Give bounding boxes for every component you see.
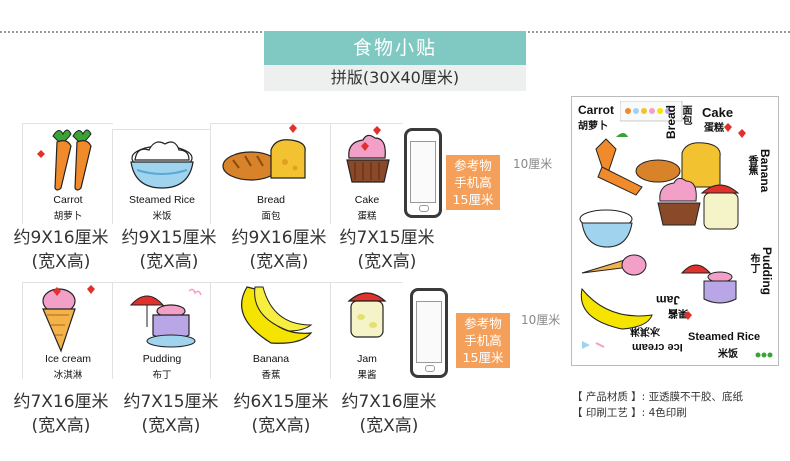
sticker-card-cake: Cake 蛋糕 xyxy=(330,123,403,224)
sheet-artwork xyxy=(579,123,773,358)
sticker-name-en: Steamed Rice xyxy=(129,194,195,206)
info-label: 【 产品材质 】: xyxy=(572,391,646,403)
page-subtitle: 拼版(30X40厘米) xyxy=(264,65,526,91)
sticker-name-zh: 布丁 xyxy=(152,370,172,381)
title-banner: 食物小贴 拼版(30X40厘米) xyxy=(264,31,526,91)
carrot-icon xyxy=(37,129,92,191)
sheet-label: 面包 xyxy=(680,105,691,125)
size-label: 约7X15厘米(宽X高) xyxy=(123,392,219,436)
sheet-label: Carrot xyxy=(578,103,615,117)
sheet-label: Cake xyxy=(702,105,734,120)
sticker-sheet-preview: Carrot 胡萝卜 Bread 面包 Cake 蛋糕 Banana 香蕉 Pu… xyxy=(571,96,779,366)
size-label: 约7X16厘米(宽X高) xyxy=(13,392,109,436)
reference-line: 参考物 xyxy=(454,158,492,173)
product-thumbnail-icon xyxy=(620,101,683,122)
sticker-card-icecream: Ice cream 冰淇淋 xyxy=(22,282,113,381)
sheet-label: Steamed Rice xyxy=(688,331,761,343)
info-value: 亚透膜不干胶、底纸 xyxy=(648,391,744,403)
rice-bowl-icon xyxy=(130,141,194,189)
pudding-icon xyxy=(129,288,202,348)
material-info: 【 产品材质 】: 亚透膜不干胶、底纸 xyxy=(572,389,743,404)
size-label: 约7X15厘米(宽X高) xyxy=(339,228,435,272)
sticker-card-jam: Jam 果酱 xyxy=(330,282,403,381)
phone-reference-icon xyxy=(410,288,448,378)
sticker-name-en: Pudding xyxy=(142,353,182,365)
sticker-name-en: Ice cream xyxy=(44,353,92,365)
sheet-label: Pudding xyxy=(760,247,774,295)
size-label: 约9X16厘米(宽X高) xyxy=(231,228,327,272)
reference-line: 15厘米 xyxy=(452,192,494,207)
sticker-name-en: Carrot xyxy=(53,194,83,206)
size-label: 约7X16厘米(宽X高) xyxy=(341,392,437,436)
reference-line: 参考物 xyxy=(464,316,502,331)
sticker-card-rice: Steamed Rice 米饭 xyxy=(112,129,211,224)
sheet-label: 蛋糕 xyxy=(704,123,724,134)
sticker-card-pudding: Pudding 布丁 xyxy=(112,282,211,381)
sheet-label: 香蕉 xyxy=(746,155,757,175)
sticker-card-bread: Bread 面包 xyxy=(210,123,331,224)
ten-cm-label: 10厘米 xyxy=(521,313,561,327)
ice-cream-icon xyxy=(42,285,95,353)
sheet-label: Banana xyxy=(758,149,772,193)
sheet-label: 米饭 xyxy=(718,349,738,360)
bread-icon xyxy=(222,124,306,181)
sticker-name-zh: 果酱 xyxy=(357,370,377,381)
printing-info: 【 印刷工艺 】: 4色印刷 xyxy=(572,405,687,420)
sheet-label: 胡萝卜 xyxy=(578,121,608,132)
sticker-name-zh: 米饭 xyxy=(152,211,172,222)
sticker-name-zh: 胡萝卜 xyxy=(53,211,83,222)
jam-jar-icon xyxy=(347,292,387,338)
cupcake-icon xyxy=(346,126,390,183)
reference-note: 参考物 手机高 15厘米 xyxy=(446,155,500,210)
reference-line: 手机高 xyxy=(454,175,492,190)
sticker-name-en: Jam xyxy=(357,353,377,365)
banana-icon xyxy=(241,286,313,344)
sticker-name-zh: 香蕉 xyxy=(261,370,281,381)
reference-line: 15厘米 xyxy=(462,350,504,365)
sticker-card-carrot: Carrot 胡萝卜 xyxy=(22,123,113,224)
sticker-name-zh: 面包 xyxy=(261,211,281,222)
size-label: 约6X15厘米(宽X高) xyxy=(233,392,329,436)
phone-reference-icon xyxy=(404,128,442,218)
sticker-name-en: Cake xyxy=(354,194,380,206)
ten-cm-label: 10厘米 xyxy=(513,157,553,171)
size-label: 约9X15厘米(宽X高) xyxy=(121,228,217,272)
sticker-name-en: Bread xyxy=(256,194,286,206)
size-label: 约9X16厘米(宽X高) xyxy=(13,228,109,272)
sheet-label: 布丁 xyxy=(748,253,759,273)
reference-line: 手机高 xyxy=(464,333,502,348)
sticker-name-zh: 蛋糕 xyxy=(357,211,377,222)
info-value: 4色印刷 xyxy=(648,407,687,419)
page-title: 食物小贴 xyxy=(264,31,526,65)
reference-note: 参考物 手机高 15厘米 xyxy=(456,313,510,368)
sticker-card-banana: Banana 香蕉 xyxy=(210,282,331,381)
sticker-name-zh: 冰淇淋 xyxy=(53,370,83,381)
sticker-name-en: Banana xyxy=(252,353,290,365)
info-label: 【 印刷工艺 】: xyxy=(572,407,646,419)
